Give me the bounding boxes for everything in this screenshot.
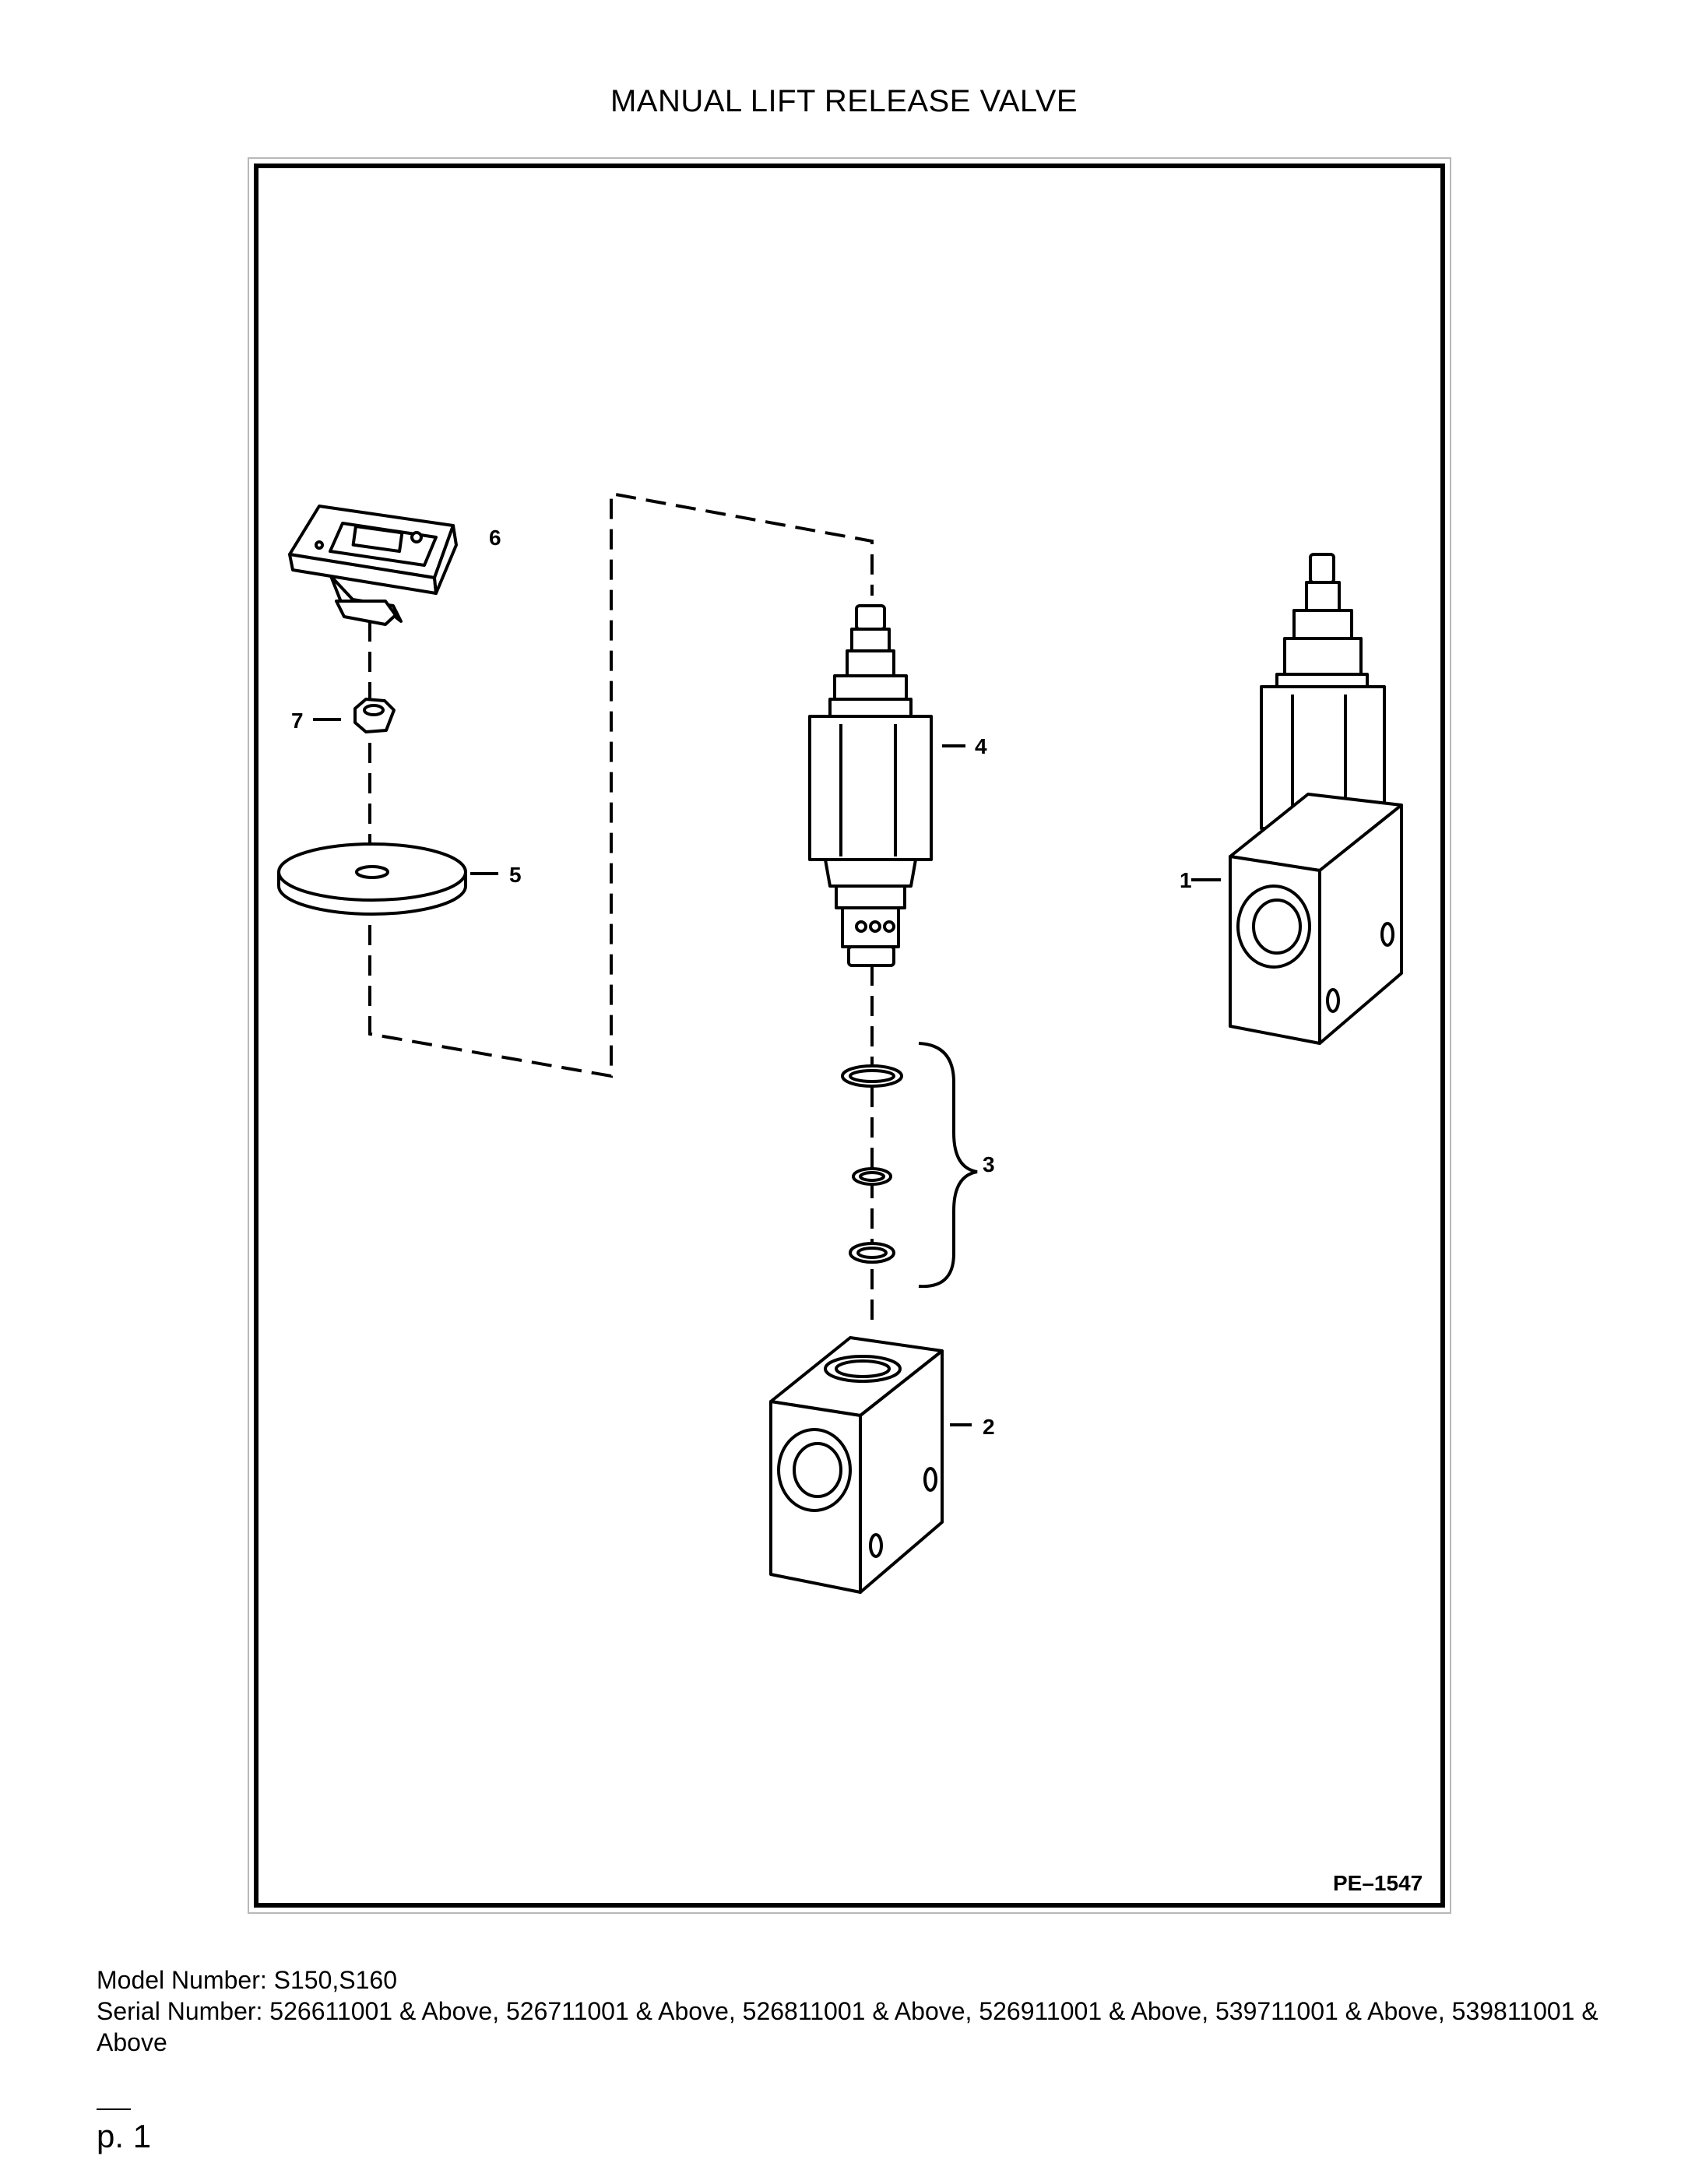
model-serial-info: Model Number: S150,S160 Serial Number: 5… bbox=[97, 1964, 1607, 2058]
part-5-disc bbox=[277, 842, 498, 916]
assembly-dashed-path bbox=[368, 491, 874, 1328]
callout-6: 6 bbox=[489, 526, 501, 550]
model-number: Model Number: S150,S160 bbox=[97, 1966, 397, 1994]
drawing-frame bbox=[254, 164, 1445, 1908]
page-marker: __ bbox=[97, 2108, 131, 2110]
drawing-id: PE–1547 bbox=[1333, 1871, 1422, 1895]
callout-1: 1 bbox=[1180, 868, 1192, 892]
callout-4: 4 bbox=[975, 734, 987, 758]
callout-3: 3 bbox=[983, 1152, 995, 1176]
part-7-nut bbox=[313, 698, 396, 733]
serial-number: Serial Number: 526611001 & Above, 526711… bbox=[97, 1997, 1598, 2056]
page-title: MANUAL LIFT RELEASE VALVE bbox=[610, 84, 1078, 118]
part-2-block bbox=[769, 1336, 972, 1594]
part-3-orings bbox=[841, 1042, 978, 1289]
drawing-frame-outer bbox=[248, 157, 1451, 1914]
callout-2: 2 bbox=[983, 1415, 995, 1439]
part-4-cartridge bbox=[808, 604, 965, 967]
callout-7: 7 bbox=[291, 709, 304, 733]
part-6-knob bbox=[288, 505, 458, 626]
callout-5: 5 bbox=[509, 863, 522, 887]
page-number: p. 1 bbox=[97, 2118, 152, 2154]
part-1-assembly bbox=[1191, 553, 1403, 1045]
